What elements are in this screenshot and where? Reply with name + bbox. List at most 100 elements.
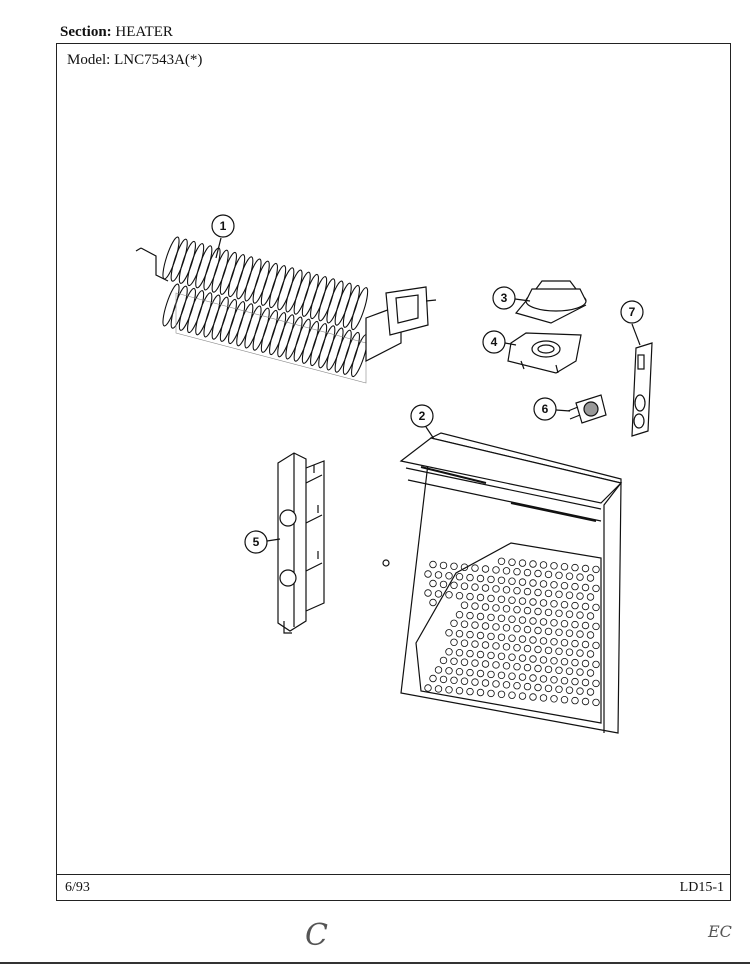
- perforation-hole: [555, 685, 563, 693]
- perforation-hole: [450, 619, 458, 627]
- bracket-illustration: [507, 332, 582, 374]
- perforation-hole: [497, 557, 506, 565]
- perforation-hole: [434, 666, 443, 674]
- perforation-hole: [576, 649, 584, 657]
- perforation-hole: [518, 692, 527, 700]
- perforation-hole: [492, 680, 500, 688]
- perforation-hole: [450, 562, 458, 570]
- perforation-hole: [466, 687, 474, 696]
- perforation-hole: [429, 560, 437, 569]
- perforation-hole: [534, 645, 542, 654]
- perforation-hole: [460, 582, 469, 590]
- perforation-hole: [439, 561, 448, 570]
- perforation-hole: [544, 570, 553, 579]
- perforation-hole: [560, 601, 569, 609]
- callout-2-label: 2: [419, 409, 426, 423]
- perforation-hole: [539, 637, 548, 645]
- perforation-hole: [424, 684, 432, 692]
- perforation-hole: [529, 636, 537, 644]
- perforation-hole: [481, 603, 490, 611]
- perforation-hole: [555, 609, 563, 617]
- footer-divider: [57, 874, 730, 875]
- callout-7: 7: [620, 300, 644, 346]
- perforation-hole: [571, 582, 579, 591]
- perforation-hole: [445, 572, 453, 580]
- perforation-hole: [455, 687, 464, 695]
- perforation-hole: [555, 628, 563, 636]
- perforation-hole: [544, 608, 553, 617]
- perforation-hole: [586, 631, 595, 639]
- perforation-hole: [560, 677, 569, 685]
- perforation-hole: [518, 616, 527, 624]
- callout-5-label: 5: [253, 535, 260, 549]
- perforation-hole: [544, 665, 553, 674]
- model-label: Model:: [67, 52, 111, 68]
- page-code: LD15-1: [679, 880, 724, 895]
- perforation-hole: [571, 639, 579, 648]
- heater-coil-illustration: [135, 236, 437, 384]
- callout-6: 6: [533, 397, 571, 421]
- perforation-hole: [460, 639, 469, 647]
- perforation-hole: [502, 643, 511, 651]
- perforation-hole: [565, 610, 574, 618]
- perforation-hole: [581, 602, 590, 611]
- perforation-hole: [429, 598, 437, 607]
- perforation-hole: [560, 563, 569, 571]
- perforation-hole: [445, 667, 453, 675]
- perforation-hole: [481, 584, 490, 592]
- perforation-hole: [487, 613, 495, 622]
- perforation-hole: [565, 591, 574, 599]
- perforation-hole: [555, 571, 563, 579]
- perforation-hole: [592, 641, 600, 650]
- perforation-hole: [476, 669, 485, 678]
- perforation-hole: [497, 690, 506, 698]
- perforation-hole: [445, 591, 453, 599]
- perforation-hole: [502, 662, 511, 670]
- perforation-hole: [424, 589, 432, 597]
- perforation-hole: [539, 694, 548, 702]
- perforation-hole: [544, 589, 553, 598]
- perforation-hole: [502, 681, 511, 689]
- perforation-hole: [476, 650, 485, 659]
- perforation-hole: [534, 664, 542, 673]
- perforation-hole: [450, 638, 458, 646]
- perforation-hole: [565, 629, 574, 637]
- perforation-hole: [502, 605, 511, 613]
- perforation-hole: [523, 663, 532, 672]
- perforation-hole: [571, 620, 579, 629]
- perforation-hole: [539, 656, 548, 664]
- perforation-hole: [518, 673, 527, 681]
- perforation-hole: [487, 670, 495, 679]
- terminal-block-illustration: [277, 452, 325, 634]
- perforation-hole: [581, 640, 590, 649]
- perforation-hole: [592, 565, 600, 574]
- callout-2: 2: [410, 404, 435, 440]
- perforation-hole: [508, 615, 516, 623]
- perforation-hole: [508, 634, 516, 642]
- perforation-hole: [523, 644, 532, 653]
- perforation-hole: [492, 566, 500, 574]
- perforation-hole: [513, 644, 521, 652]
- perforation-hole: [455, 668, 464, 676]
- perforation-hole: [571, 563, 579, 572]
- perforation-hole: [576, 611, 584, 619]
- perforation-hole: [429, 674, 437, 683]
- perforation-hole: [586, 688, 595, 696]
- perforation-hole: [513, 606, 521, 614]
- perforation-hole: [529, 655, 537, 663]
- perforation-hole: [508, 577, 516, 585]
- heater-housing-illustration: [382, 432, 623, 734]
- perforation-hole: [576, 592, 584, 600]
- perforation-hole: [576, 573, 584, 581]
- perforation-hole: [471, 678, 479, 686]
- perforation-hole: [476, 593, 485, 602]
- perforation-hole: [518, 578, 527, 586]
- perforation-hole: [460, 658, 469, 666]
- perforation-hole: [497, 652, 506, 660]
- perforation-hole: [481, 679, 490, 687]
- perforation-hole: [592, 584, 600, 593]
- perforation-hole: [534, 607, 542, 616]
- perforation-hole: [529, 598, 537, 606]
- perforation-hole: [581, 659, 590, 668]
- callout-5: 5: [244, 530, 281, 554]
